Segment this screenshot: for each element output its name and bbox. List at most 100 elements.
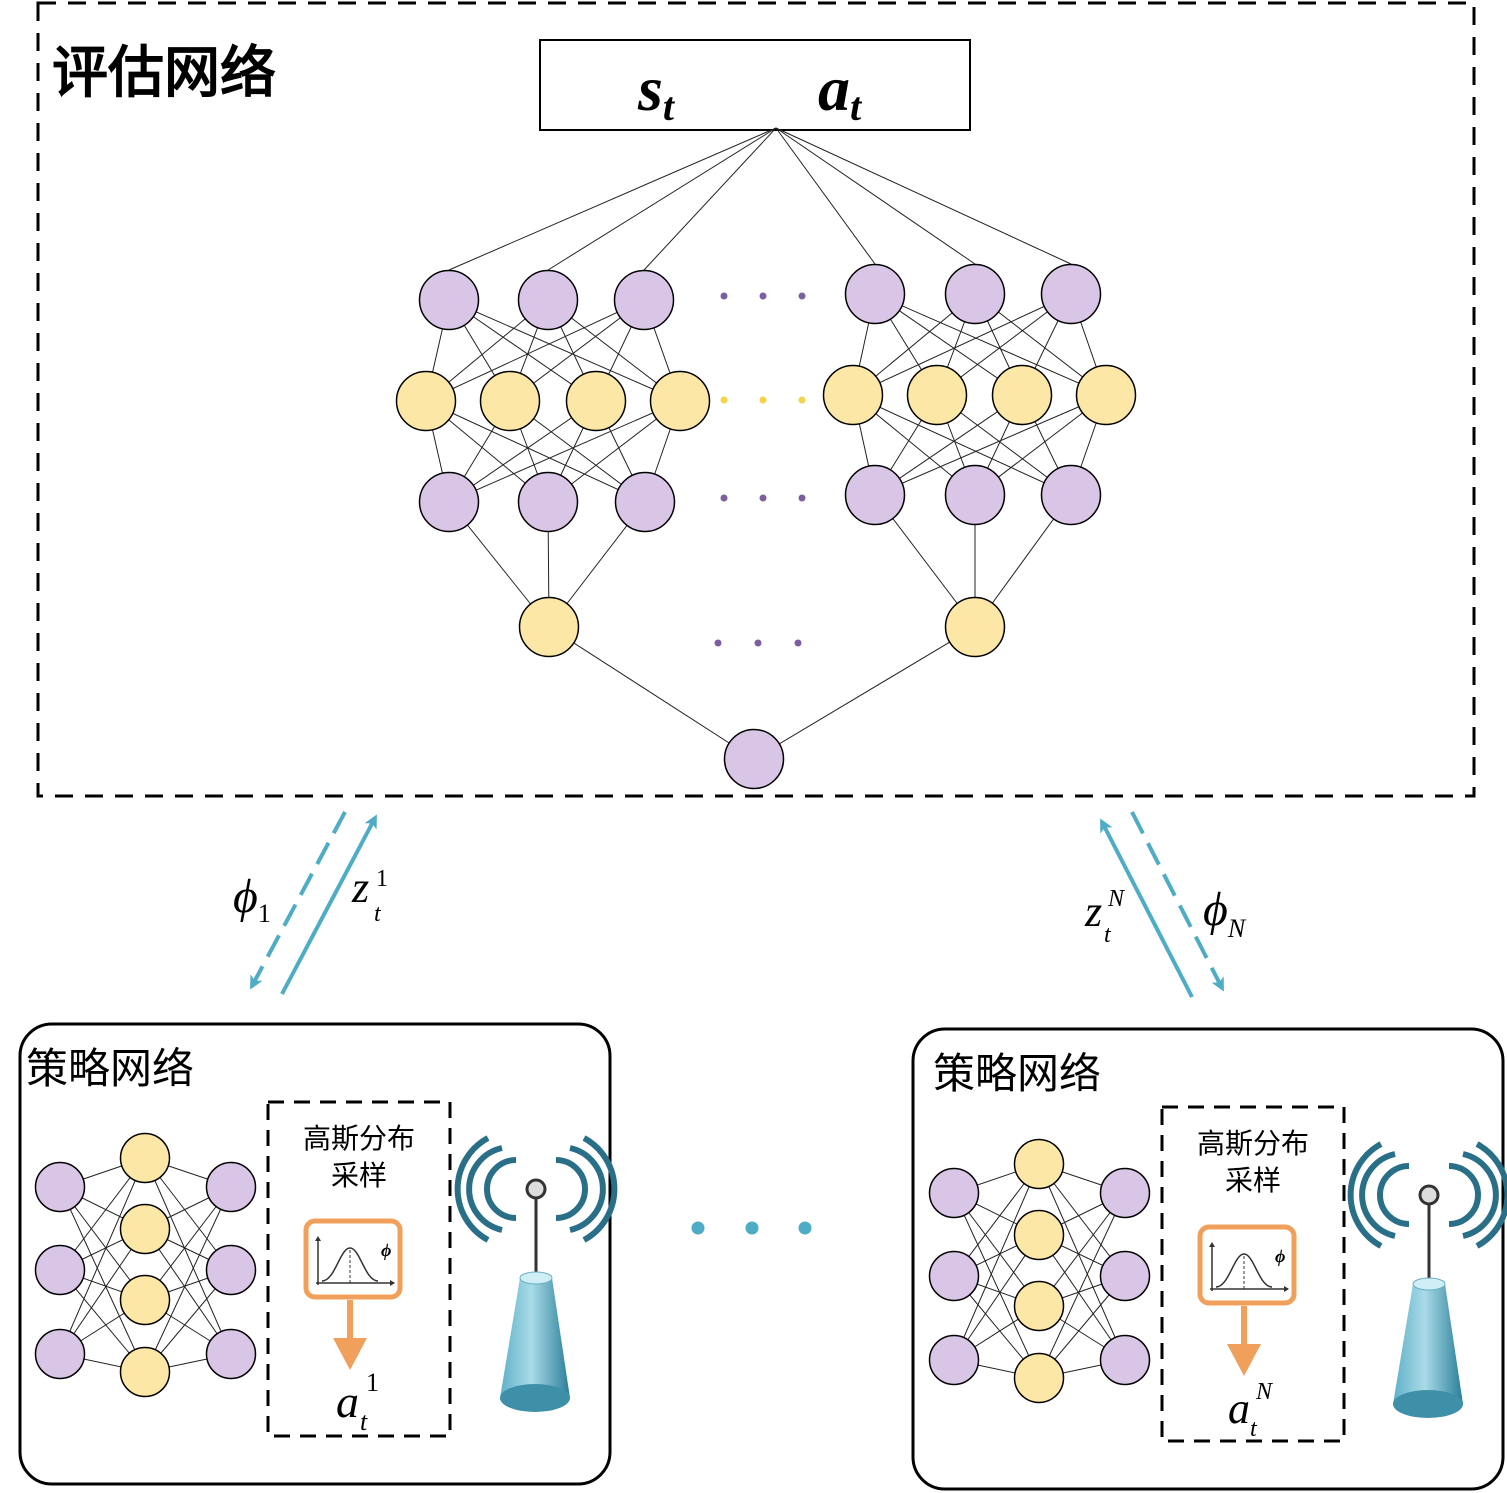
critic-node-purple: [844, 464, 906, 526]
critic-node-purple: [844, 263, 906, 325]
edge: [548, 626, 755, 760]
edge: [753, 626, 976, 760]
edge: [144, 1186, 232, 1373]
critic-input-state: st: [637, 53, 676, 129]
policy-node-purple: [928, 1250, 980, 1302]
edge: [547, 127, 777, 271]
critic-node-yellow: [906, 364, 968, 426]
ellipsis-dot: [720, 494, 728, 502]
policy-1-sampler-line1: 高斯分布: [303, 1122, 415, 1155]
ellipsis-dot: [759, 494, 767, 502]
policy-N-action-label: a: [1228, 1384, 1250, 1433]
critic-nodes: [395, 263, 1137, 790]
policy-node-yellow: [1013, 1138, 1065, 1190]
edge: [59, 1186, 146, 1373]
policy-node-purple: [205, 1161, 257, 1213]
edge: [448, 400, 681, 503]
z-N-solid-arrow: [1100, 818, 1194, 998]
critic-node-yellow: [944, 596, 1006, 658]
policy-1-gaussian-icon: ϕ: [303, 1218, 403, 1300]
policy-node-purple: [34, 1161, 86, 1213]
right-communication: z N t ϕN: [1084, 811, 1247, 998]
policy-N-sampler-frame: [1160, 1105, 1346, 1443]
edge: [425, 400, 646, 503]
policy-network-1: 策略网络 高斯分布 采样 ϕ a 1 t: [18, 1022, 618, 1486]
critic-output-node: [723, 728, 785, 790]
edge: [775, 127, 876, 265]
critic-node-yellow: [649, 370, 711, 432]
edge: [1038, 1234, 1126, 1361]
policy-N-sampler-line1: 高斯分布: [1197, 1127, 1309, 1160]
svg-text:ϕ: ϕ: [1275, 1246, 1285, 1266]
critic-node-purple: [1040, 464, 1102, 526]
policy-1-sample-arrowhead: [333, 1338, 367, 1370]
z-1-solid-arrow: [280, 814, 377, 995]
policy-node-purple: [1099, 1334, 1151, 1386]
policy-ellipsis-dots: [691, 1221, 812, 1235]
left-communication: ϕ1 z 1 t: [233, 811, 388, 995]
policy-1-antenna-icon: [454, 1135, 618, 1412]
policy-node-purple: [205, 1244, 257, 1296]
policy-node-purple: [34, 1328, 86, 1380]
ellipsis-dot: [714, 639, 722, 647]
critic-node-purple: [614, 471, 676, 533]
critic-node-purple: [613, 269, 675, 331]
critic-node-yellow: [565, 370, 627, 432]
edge: [144, 1157, 232, 1355]
z-1-sub: t: [374, 901, 382, 927]
ellipsis-dot: [754, 639, 762, 647]
svg-text:ϕ: ϕ: [381, 1240, 391, 1260]
policy-node-yellow: [119, 1274, 171, 1326]
policy-1-action-label: a: [336, 1376, 359, 1427]
policy-N-gaussian-icon: ϕ: [1197, 1224, 1297, 1306]
policy-node-purple: [1099, 1167, 1151, 1219]
edge: [874, 394, 1107, 496]
edge: [953, 1192, 1040, 1379]
edge: [775, 127, 1072, 265]
z-1-label: z: [351, 863, 369, 912]
phi-1-label: ϕ1: [233, 870, 271, 928]
ellipsis-dot: [798, 292, 806, 300]
critic-input-action: at: [818, 53, 863, 129]
critic-node-purple: [418, 471, 480, 533]
edge: [874, 293, 1107, 396]
z-N-sub: t: [1104, 922, 1112, 948]
policy-N-antenna-icon: [1347, 1141, 1507, 1418]
ellipsis-dot: [794, 639, 802, 647]
edge: [852, 394, 1072, 496]
ellipsis-dot: [759, 292, 767, 300]
ellipsis-dot: [798, 396, 806, 404]
z-N-label: z: [1084, 887, 1102, 936]
policy-1-title: 策略网络: [26, 1044, 194, 1093]
ellipsis-dot: [798, 494, 806, 502]
critic-node-purple: [1040, 263, 1102, 325]
edge: [144, 1228, 232, 1355]
policy-N-nodes: [928, 1138, 1151, 1404]
z-N-sup: N: [1107, 886, 1126, 912]
critic-node-yellow: [395, 370, 457, 432]
critic-dashed-frame: [36, 1, 1476, 798]
policy-node-yellow: [119, 1346, 171, 1398]
critic-node-purple: [418, 269, 480, 331]
policy-N-title: 策略网络: [933, 1049, 1101, 1098]
critic-node-purple: [517, 471, 579, 533]
critic-input-box: [539, 39, 971, 131]
policy-node-yellow: [119, 1203, 171, 1255]
edge: [953, 1163, 1040, 1361]
phi-N-label: ϕN: [1203, 883, 1247, 943]
critic-node-purple: [517, 269, 579, 331]
critic-node-purple: [944, 263, 1006, 325]
edge: [643, 127, 777, 271]
critic-node-yellow: [991, 364, 1053, 426]
critic-node-yellow: [822, 364, 884, 426]
policy-N-sample-arrowhead: [1227, 1344, 1261, 1376]
policy-node-yellow: [1013, 1209, 1065, 1261]
critic-network: 评估网络 st at: [36, 1, 1476, 798]
ellipsis-dot: [720, 292, 728, 300]
policy-node-purple: [1099, 1250, 1151, 1302]
policy-node-purple: [928, 1334, 980, 1386]
critic-node-yellow: [1075, 364, 1137, 426]
policy-node-yellow: [1013, 1280, 1065, 1332]
edge: [59, 1157, 146, 1355]
